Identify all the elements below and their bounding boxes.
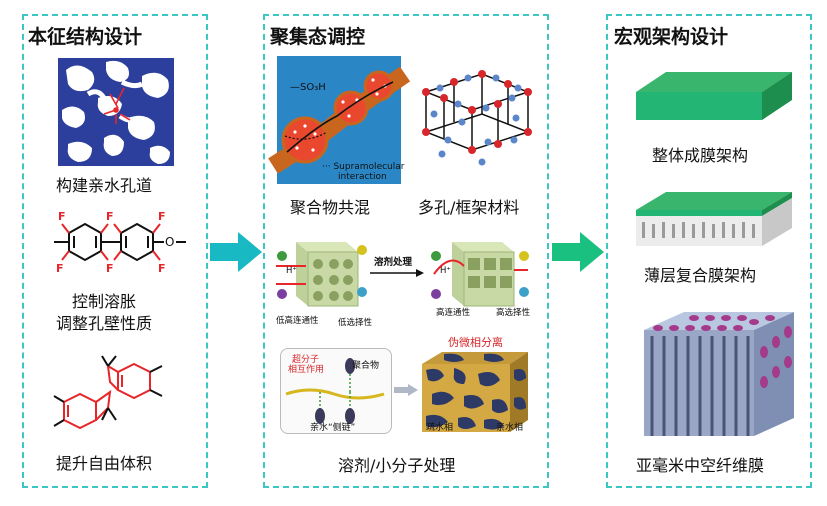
panel-intrinsic	[22, 14, 208, 488]
hydrophilic-channel-image	[58, 58, 174, 166]
caption-free-volume: 提升自由体积	[56, 454, 153, 473]
high-connectivity-label: 高连通性	[436, 308, 471, 318]
panel-macro	[606, 14, 812, 488]
low-selectivity-label: 低选择性	[338, 318, 373, 328]
caption-polymer-blend: 聚合物共混	[290, 198, 371, 217]
porous-framework-image	[422, 70, 532, 166]
hydrophilic-phase-label: 亲水相	[496, 423, 524, 433]
microphase-cube	[422, 352, 528, 432]
caption-hollow-fiber: 亚毫米中空纤维膜	[636, 456, 765, 475]
connectivity-membrane-high	[431, 242, 529, 307]
supramolecular-cn-label: 超分子	[292, 355, 320, 365]
svg-text:F: F	[158, 262, 166, 275]
so3h-label: —SO₃H	[290, 82, 326, 93]
caption-control-swelling: 控制溶胀	[72, 292, 137, 311]
side-chain-label: 亲水“侧链”	[310, 423, 356, 433]
caption-porous-framework: 多孔/框架材料	[418, 198, 520, 217]
interaction-label: interaction	[338, 172, 387, 182]
connectivity-membrane-low	[276, 242, 367, 307]
svg-text:F: F	[106, 262, 114, 275]
polymer-cn-label: 聚合物	[352, 361, 380, 371]
hydrophobic-phase-label: 疏水相	[426, 423, 454, 433]
monolithic-membrane-slab	[636, 72, 792, 120]
thin-film-composite-slab	[636, 192, 792, 246]
caption-pore-wall: 调整孔壁性质	[56, 314, 153, 333]
caption-monolithic: 整体成膜架构	[652, 146, 749, 165]
low-connectivity-label: 低高连通性	[276, 316, 319, 326]
process-arrow	[394, 384, 418, 396]
hollow-fiber-bundle	[644, 312, 794, 436]
caption-hydrophilic-channel: 构建亲水孔道	[56, 176, 153, 195]
panel-intrinsic-title: 本征结构设计	[28, 26, 143, 48]
svg-text:O: O	[165, 235, 174, 249]
svg-text:F: F	[158, 210, 166, 223]
svg-text:F: F	[58, 210, 66, 223]
hplus-right: H⁺	[440, 266, 451, 276]
panel-macro-title: 宏观架构设计	[614, 26, 729, 48]
spiro-structure	[53, 355, 163, 430]
interaction-cn-label: 相互作用	[288, 365, 325, 375]
panel-aggregation	[263, 14, 549, 488]
solvent-treatment-arrow	[370, 269, 424, 277]
polymer-blend-image	[268, 56, 411, 184]
flow-arrow-1	[210, 232, 262, 272]
panel-aggregation-title: 聚集态调控	[270, 26, 366, 48]
flow-arrow-2	[552, 232, 604, 272]
high-selectivity-label: 高选择性	[496, 308, 531, 318]
pseudo-phase-label: 伪微相分离	[448, 336, 503, 349]
svg-text:F: F	[56, 262, 64, 275]
solvent-treatment-label: 溶剂处理	[374, 257, 413, 268]
svg-text:F: F	[106, 210, 114, 223]
supramolecular-label: ··· Supramolecular	[322, 162, 405, 172]
hplus-left: H⁺	[286, 266, 297, 276]
side-chain-drawing	[285, 358, 385, 424]
fluorinated-biphenyl-structure: F F F F F F F O	[54, 210, 186, 275]
caption-solvent-treatment: 溶剂/小分子处理	[338, 456, 456, 475]
caption-thin-film: 薄层复合膜架构	[644, 266, 757, 285]
